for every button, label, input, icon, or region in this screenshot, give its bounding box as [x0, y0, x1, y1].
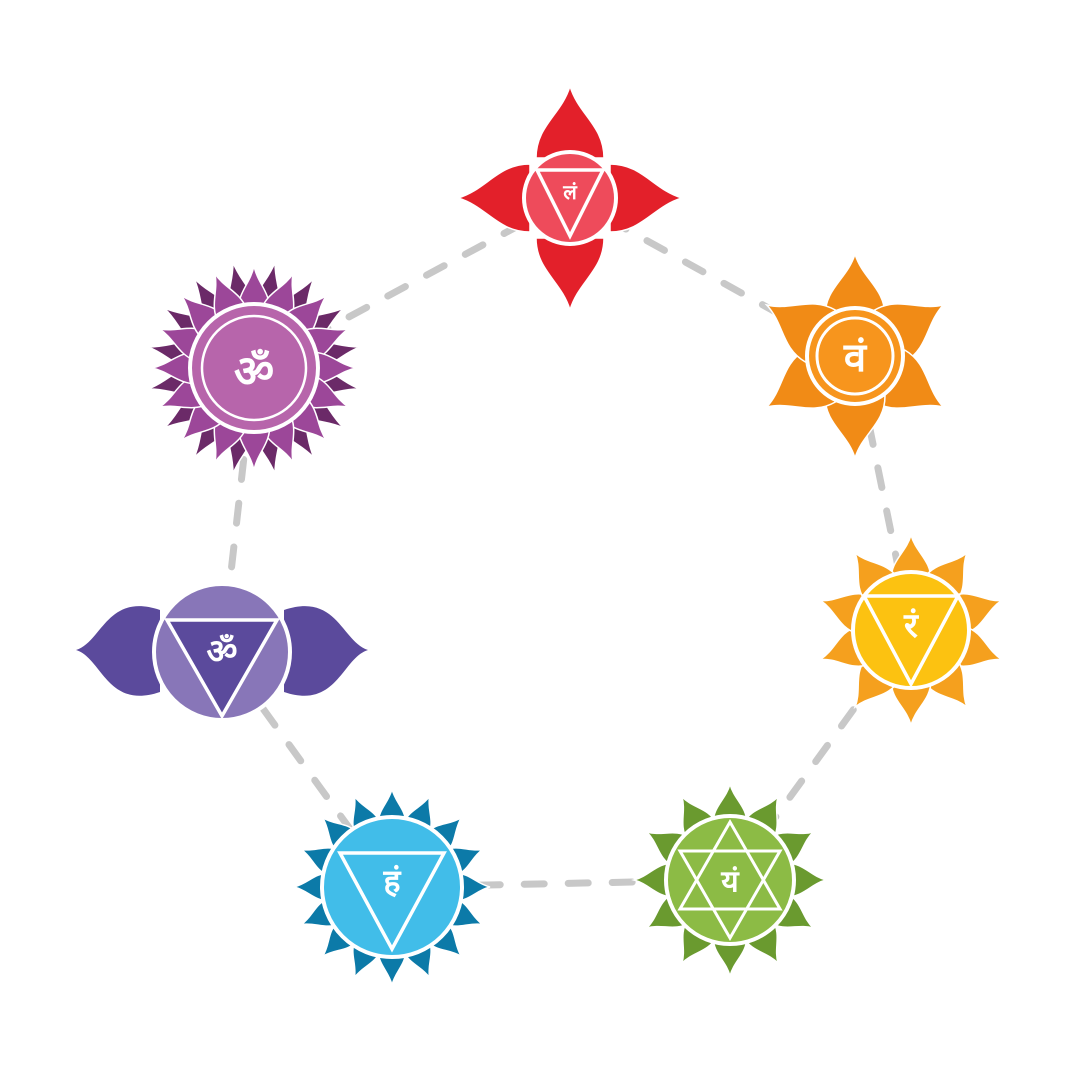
heart-petal: [712, 781, 748, 825]
solar-plexus-petal: [890, 679, 932, 728]
solar-plexus-triangle: [861, 594, 961, 688]
crown-circle-inner: [200, 314, 308, 422]
sacral-chakra-icon: वं: [764, 251, 946, 461]
sacral-symbol: वं: [843, 335, 868, 381]
crown-chakra-icon: ॐ: [147, 261, 361, 475]
sacral-petal: [873, 348, 946, 409]
solar-plexus-chakra-icon: रं: [817, 532, 1005, 728]
heart-symbol: यं: [720, 865, 740, 900]
solar-plexus-petal: [890, 532, 932, 581]
crown-symbol: ॐ: [234, 347, 274, 398]
crown-circle-outer: [188, 302, 320, 434]
sacral-petal: [764, 303, 837, 364]
solar-plexus-petal: [923, 657, 969, 710]
root-petals: [455, 83, 685, 313]
third-eye-left-wing: [76, 606, 160, 696]
sacral-petals: [764, 251, 946, 461]
sacral-petal: [764, 348, 837, 409]
sacral-petal: [824, 251, 886, 317]
heart-triangle-up: [677, 818, 783, 911]
solar-plexus-circle: [851, 570, 971, 690]
throat-symbol: हं: [383, 862, 402, 900]
solar-plexus-petal: [923, 550, 969, 603]
heart-petal: [712, 935, 748, 979]
third-eye-symbol: ॐ: [206, 632, 237, 672]
root-petal: [535, 237, 605, 313]
root-circle: [522, 150, 618, 246]
heart-chakra-icon: यं: [631, 781, 829, 979]
root-symbol: लं: [562, 180, 578, 204]
third-eye-chakra-icon: ॐ: [76, 582, 368, 722]
heart-triangle-down: [677, 849, 783, 942]
sacral-circle-inner: [815, 316, 895, 396]
solar-plexus-symbol: रं: [903, 606, 919, 646]
sacral-petal: [873, 303, 946, 364]
solar-plexus-petal: [853, 657, 899, 710]
throat-triangle: [337, 851, 447, 953]
heart-petal: [785, 862, 829, 898]
root-triangle: [534, 168, 606, 240]
root-petal: [535, 83, 605, 159]
root-petal: [609, 163, 685, 233]
solar-plexus-petal: [853, 550, 899, 603]
third-eye-right-wing: [284, 606, 368, 696]
heart-petal: [631, 862, 675, 898]
throat-chakra-icon: हं: [293, 788, 491, 986]
root-chakra-icon: लं: [455, 83, 685, 313]
root-petal: [455, 163, 531, 233]
heart-circle: [664, 814, 796, 946]
sacral-circle-outer: [805, 306, 905, 406]
sacral-petal: [824, 395, 886, 461]
third-eye-triangle: [163, 618, 281, 720]
